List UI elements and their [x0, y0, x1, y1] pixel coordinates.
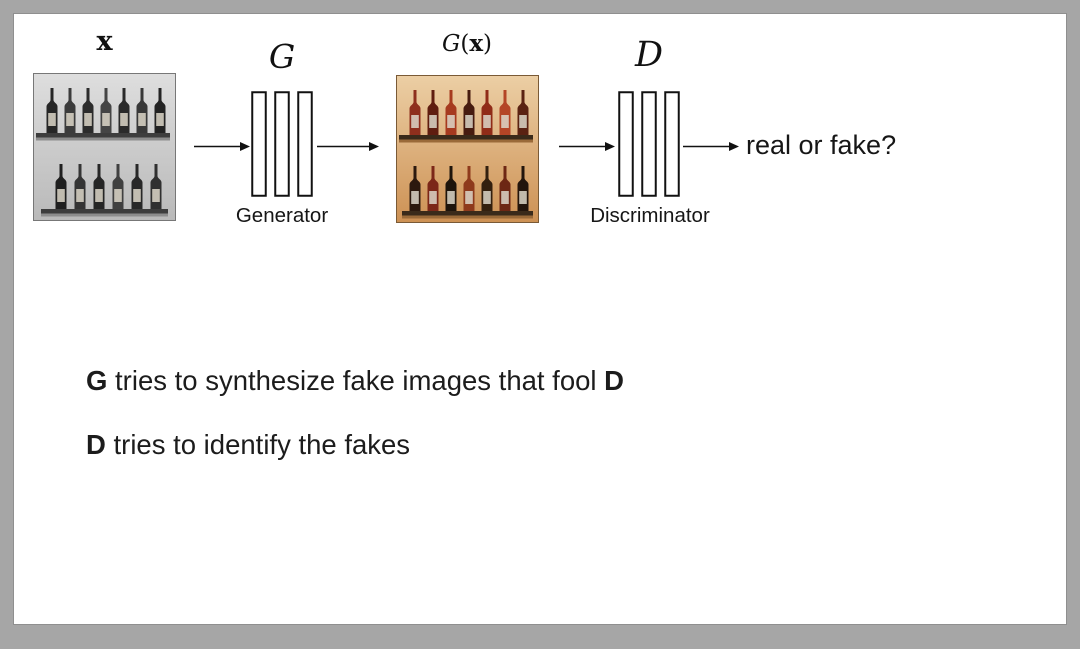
gx-open-paren: (	[460, 31, 470, 57]
grayscale-bottles-photo	[33, 73, 176, 221]
caption-d2: D	[86, 429, 106, 460]
arrow-right-icon	[194, 140, 250, 153]
caption-g: G	[86, 365, 108, 396]
caption-line-2-text: tries to identify the fakes	[105, 429, 411, 460]
input-image-grayscale-bottles	[33, 73, 176, 221]
real-or-fake-text: real or fake?	[746, 130, 897, 160]
shelf-bottom	[41, 209, 168, 217]
gx-close-paren: )	[483, 31, 493, 57]
shelf-top	[399, 135, 533, 143]
shelf-top	[36, 133, 170, 141]
caption-block: G tries to synthesize fake images that f…	[86, 366, 986, 494]
arrow-right-icon	[559, 140, 615, 153]
generator-symbol: G	[268, 37, 296, 76]
caption-d: D	[604, 365, 625, 396]
output-image-color-bottles	[396, 75, 539, 223]
slide: x	[13, 13, 1067, 625]
arrow-right-icon	[683, 140, 739, 153]
shelf-bottom	[402, 211, 533, 219]
color-bottles-photo	[396, 75, 539, 223]
arrow-right-icon	[317, 140, 379, 153]
discriminator-network-icon	[618, 91, 680, 197]
generator-network-icon	[251, 91, 313, 197]
caption-line-1-text: tries to synthesize fake images that foo…	[107, 365, 605, 396]
discriminator-symbol: D	[634, 35, 664, 75]
generator-label: Generator	[235, 204, 329, 227]
discriminator-label: Discriminator	[590, 204, 710, 227]
gx-g: G	[441, 31, 461, 57]
output-label-gx: G(x)	[396, 32, 538, 56]
gx-x: x	[469, 30, 484, 57]
caption-line-1: G tries to synthesize fake images that f…	[86, 366, 986, 396]
input-label-x: x	[96, 26, 113, 57]
caption-line-2: D tries to identify the fakes	[86, 430, 986, 460]
